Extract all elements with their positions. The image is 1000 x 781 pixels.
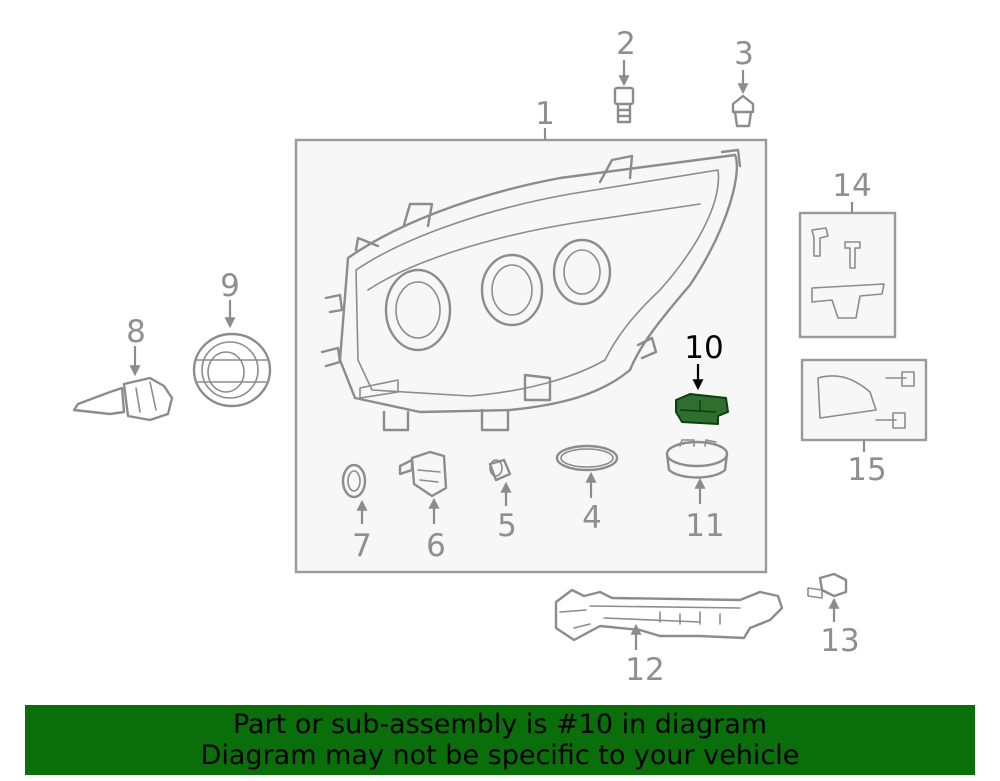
module-part-10[interactable] bbox=[675, 364, 729, 425]
info-banner: Part or sub-assembly is #10 in diagram D… bbox=[25, 705, 975, 775]
callout-8: 8 bbox=[126, 314, 146, 350]
kit-box-part-14[interactable] bbox=[798, 202, 897, 339]
cap-part-5[interactable] bbox=[488, 458, 512, 506]
callout-3: 3 bbox=[734, 36, 754, 72]
socket-part-11[interactable] bbox=[665, 439, 729, 504]
gasket-part-7[interactable] bbox=[341, 463, 368, 524]
callout-9: 9 bbox=[220, 268, 240, 304]
callout-12: 12 bbox=[625, 652, 664, 688]
bolt-part-13[interactable] bbox=[807, 572, 848, 622]
callout-11: 11 bbox=[685, 508, 724, 544]
callout-1: 1 bbox=[535, 96, 555, 132]
socket-ring-part-9[interactable] bbox=[192, 300, 272, 408]
bulb-socket-part-6[interactable] bbox=[398, 450, 448, 524]
callout-6: 6 bbox=[426, 528, 446, 564]
banner-line-1: Part or sub-assembly is #10 in diagram bbox=[232, 709, 768, 740]
kit-box-part-15[interactable] bbox=[800, 358, 928, 452]
bracket-part-12[interactable] bbox=[554, 588, 784, 650]
callout-14: 14 bbox=[832, 168, 871, 204]
o-ring-part-4[interactable] bbox=[555, 444, 619, 498]
callout-7: 7 bbox=[352, 528, 372, 564]
assembly-box bbox=[294, 128, 768, 574]
banner-line-2: Diagram may not be specific to your vehi… bbox=[200, 740, 800, 771]
callout-4: 4 bbox=[582, 500, 602, 536]
headlamp-assembly[interactable] bbox=[320, 148, 742, 432]
bolt-part-2[interactable] bbox=[613, 60, 635, 124]
clip-part-3[interactable] bbox=[731, 70, 755, 128]
callout-5: 5 bbox=[497, 508, 517, 544]
callout-10: 10 bbox=[684, 330, 723, 366]
bulb-part-8[interactable] bbox=[72, 346, 174, 422]
callout-13: 13 bbox=[820, 623, 859, 659]
callout-15: 15 bbox=[847, 452, 886, 488]
callout-2: 2 bbox=[616, 26, 636, 62]
